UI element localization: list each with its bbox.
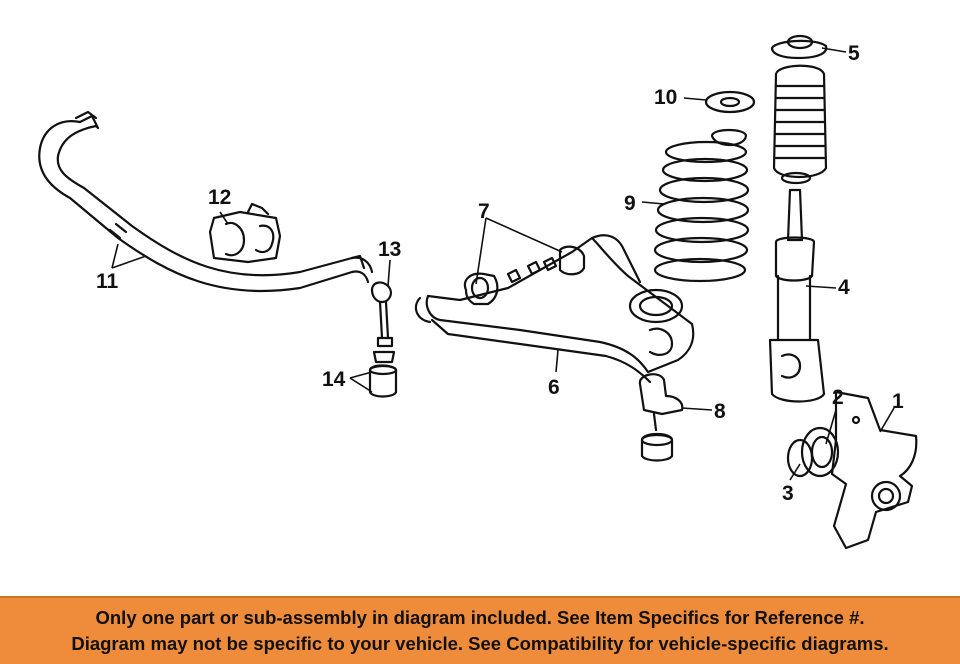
callout-13: 13 <box>378 238 401 261</box>
callout-5: 5 <box>848 42 860 65</box>
callout-12: 12 <box>208 186 231 209</box>
dust-boot <box>772 64 828 185</box>
callout-9: 9 <box>624 192 636 215</box>
wheel-bearing <box>800 426 840 478</box>
lower-control-arm <box>414 234 695 384</box>
strut-mount <box>770 34 828 60</box>
steering-knuckle <box>830 390 918 550</box>
callout-14: 14 <box>322 368 346 391</box>
stabilizer-link <box>370 281 394 348</box>
callout-10: 10 <box>654 86 677 109</box>
ball-joint <box>638 373 684 462</box>
spring-insulator <box>704 90 756 147</box>
snap-ring <box>786 438 814 478</box>
callout-11: 11 <box>96 270 119 293</box>
callout-labels: 1 2 3 4 5 6 7 8 9 10 11 12 13 14 <box>96 42 904 505</box>
coil-spring <box>653 140 750 283</box>
callout-7: 7 <box>478 200 490 223</box>
disclaimer-line-1: Only one part or sub-assembly in diagram… <box>95 607 865 628</box>
disclaimer-banner: Only one part or sub-assembly in diagram… <box>0 596 960 664</box>
callout-6: 6 <box>548 376 560 399</box>
callout-1: 1 <box>892 390 904 413</box>
suspension-exploded-diagram: 1 2 3 4 5 6 7 8 9 10 11 12 13 14 <box>38 34 918 550</box>
callout-8: 8 <box>714 400 726 423</box>
callout-2: 2 <box>832 386 844 409</box>
stabilizer-bar <box>38 110 374 293</box>
callout-3: 3 <box>782 482 794 505</box>
callout-4: 4 <box>838 276 850 299</box>
strut <box>768 188 826 403</box>
leader-lines <box>111 47 895 481</box>
disclaimer-line-2: Diagram may not be specific to your vehi… <box>71 633 889 654</box>
control-arm-bushings <box>463 245 586 306</box>
link-bushings <box>368 350 398 398</box>
